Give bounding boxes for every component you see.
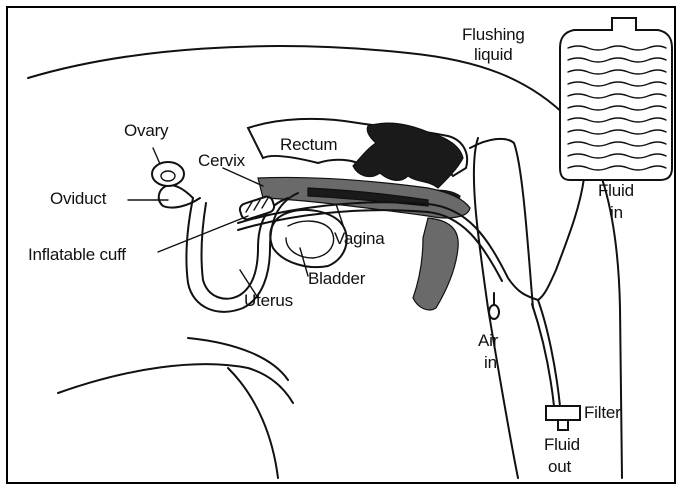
fluid-in-line (538, 178, 584, 300)
leader-cervix (223, 168, 263, 186)
flushing-diagram: Flushing liquid Ovary Cervix Rectum Ovid… (8, 8, 676, 484)
label-bladder: Bladder (308, 269, 366, 288)
label-vagina: Vagina (334, 229, 385, 248)
leader-ovary (153, 148, 160, 164)
label-fluid-in-1: Fluid (598, 181, 634, 200)
vulva-region (413, 218, 458, 310)
label-fluid-out-1: Fluid (544, 435, 580, 454)
label-ovary: Ovary (124, 121, 169, 140)
air-in-valve (489, 305, 499, 319)
fluid-out-line (538, 300, 560, 406)
label-oviduct: Oviduct (50, 189, 107, 208)
label-fluid-in-2: in (610, 203, 623, 222)
oviduct (159, 185, 200, 207)
filter-outlet (558, 420, 568, 430)
label-air-in-2: in (484, 353, 497, 372)
label-uterus: Uterus (244, 291, 293, 310)
label-cervix: Cervix (198, 151, 246, 170)
label-filter: Filter (584, 403, 621, 422)
label-fluid-out-2: out (548, 457, 572, 476)
ovary (152, 162, 184, 186)
tail-outline (470, 139, 533, 308)
label-flushing-liquid-1: Flushing (462, 25, 525, 44)
fluid-out-line-2 (532, 304, 554, 406)
belly-outline-3 (228, 368, 278, 478)
rectum-folds (353, 123, 463, 188)
filter (546, 406, 580, 420)
flushing-container (560, 18, 672, 180)
belly-outline-1 (58, 364, 293, 403)
diagram-frame: Flushing liquid Ovary Cervix Rectum Ovid… (6, 6, 676, 484)
label-inflatable-cuff: Inflatable cuff (28, 245, 126, 264)
label-flushing-liquid-2: liquid (474, 45, 513, 64)
belly-outline-2 (188, 338, 288, 380)
label-air-in-1: Air (478, 331, 499, 350)
label-rectum: Rectum (280, 135, 337, 154)
